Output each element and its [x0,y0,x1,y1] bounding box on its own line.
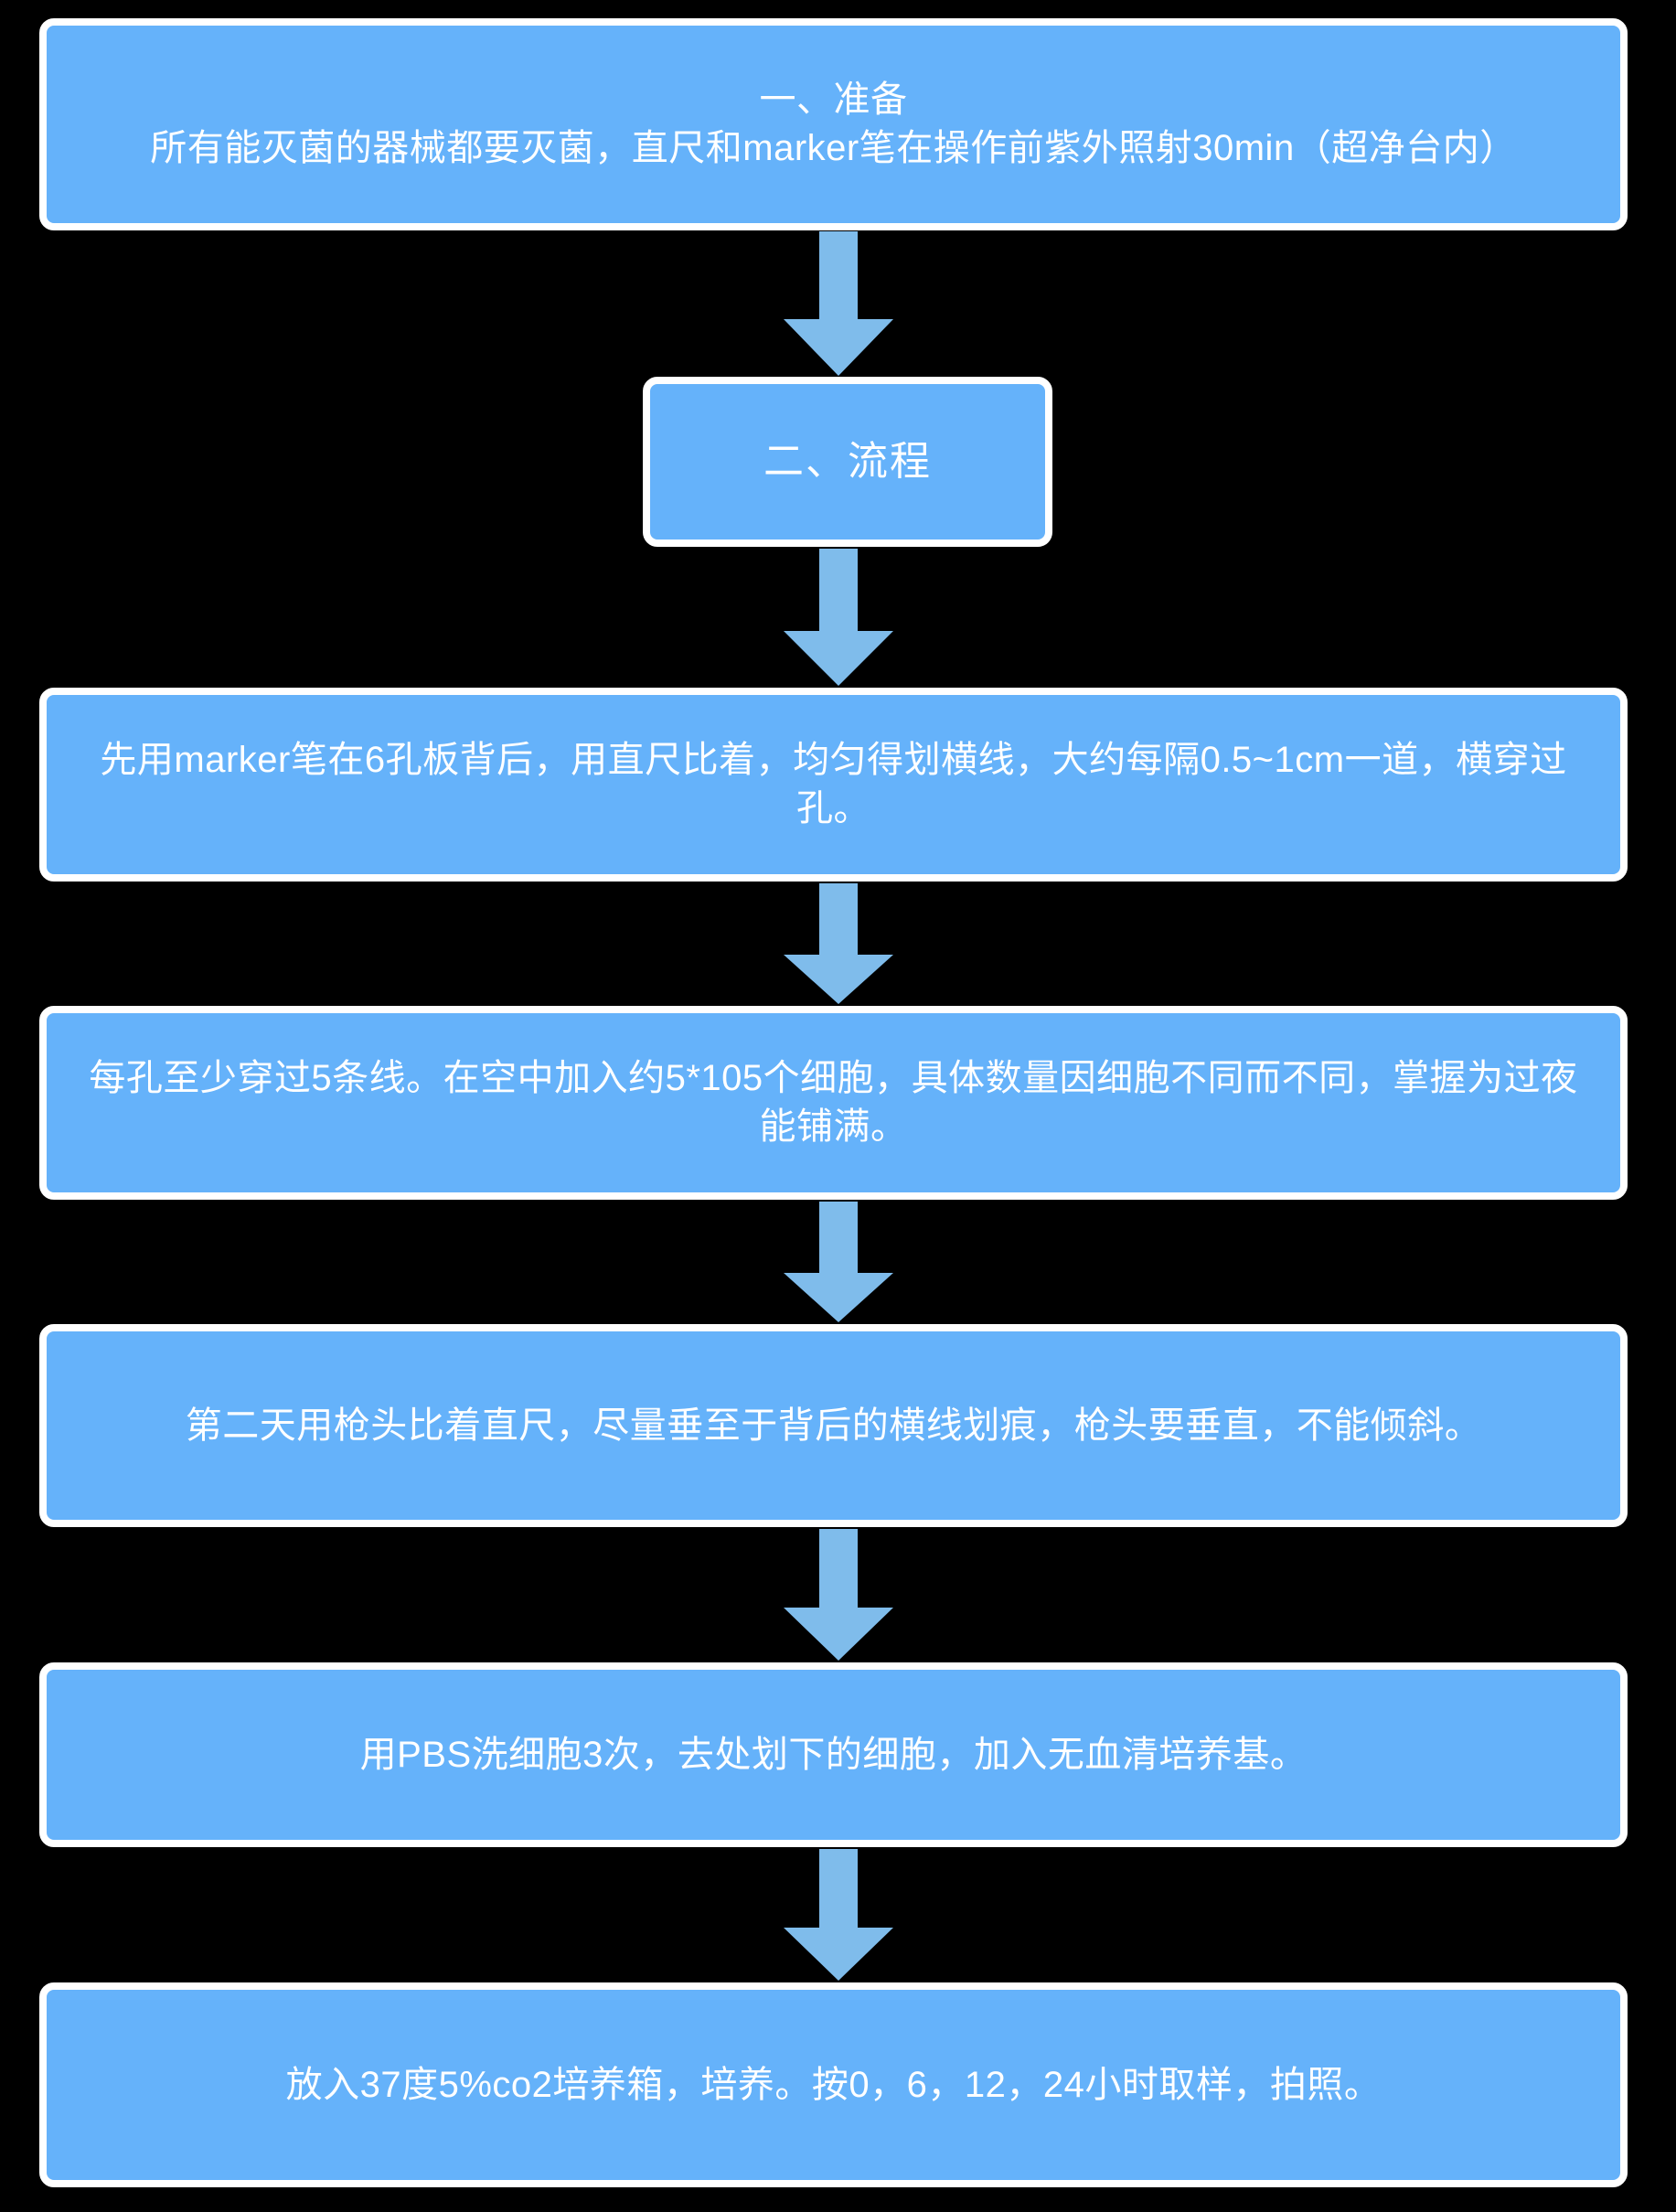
flow-arrow-scratch-to-wash [784,1529,893,1661]
flow-arrow-procedure-to-draw-lines [784,549,893,686]
flow-node-incubate[interactable]: 放入37度5%co2培养箱，培养。按0，6，12，24小时取样，拍照。 [39,1982,1628,2187]
flow-node-procedure-header[interactable]: 二、流程 [643,377,1052,547]
flow-node-prep-label: 一、准备 所有能灭菌的器械都要灭菌，直尺和marker笔在操作前紫外照射30mi… [150,80,1517,168]
flow-node-seed-cells[interactable]: 每孔至少穿过5条线。在空中加入约5*105个细胞，具体数量因细胞不同而不同，掌握… [39,1006,1628,1200]
flow-node-procedure-header-label: 二、流程 [763,438,932,484]
flow-node-incubate-label: 放入37度5%co2培养箱，培养。按0，6，12，24小时取样，拍照。 [285,2064,1382,2105]
flow-node-scratch-label: 第二天用枪头比着直尺，尽量垂至于背后的横线划痕，枪头要垂直，不能倾斜。 [185,1405,1482,1446]
flow-arrow-prep-to-procedure [784,231,893,376]
flow-node-scratch[interactable]: 第二天用枪头比着直尺，尽量垂至于背后的横线划痕，枪头要垂直，不能倾斜。 [39,1324,1628,1527]
flow-arrow-seed-cells-to-scratch [784,1202,893,1322]
flow-node-wash[interactable]: 用PBS洗细胞3次，去处划下的细胞，加入无血清培养基。 [39,1662,1628,1847]
flow-node-seed-cells-label: 每孔至少穿过5条线。在空中加入约5*105个细胞，具体数量因细胞不同而不同，掌握… [89,1058,1578,1147]
flow-node-prep[interactable]: 一、准备 所有能灭菌的器械都要灭菌，直尺和marker笔在操作前紫外照射30mi… [39,18,1628,230]
flow-arrow-draw-lines-to-seed-cells [784,883,893,1004]
flow-node-draw-lines-label: 先用marker笔在6孔板背后，用直尺比着，均匀得划横线，大约每隔0.5~1cm… [100,740,1567,828]
flow-arrow-wash-to-incubate [784,1849,893,1981]
flow-node-draw-lines[interactable]: 先用marker笔在6孔板背后，用直尺比着，均匀得划横线，大约每隔0.5~1cm… [39,688,1628,882]
flow-node-wash-label: 用PBS洗细胞3次，去处划下的细胞，加入无血清培养基。 [359,1734,1308,1775]
